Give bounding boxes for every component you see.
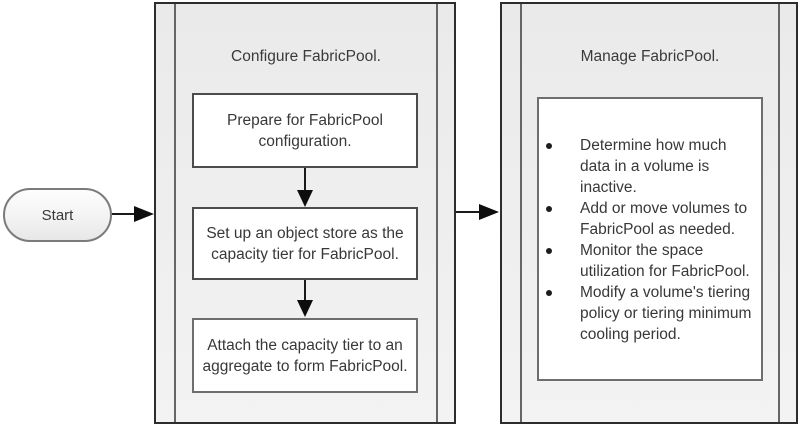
list-item: Modify a volume's tiering policy or tier… xyxy=(539,282,761,345)
arrow-down-icon xyxy=(297,190,313,207)
task-modify-tiering-policy: Modify a volume's tiering policy or tier… xyxy=(580,284,752,343)
bullet-icon xyxy=(546,248,552,254)
task-monitor-space: Monitor the space utilization for Fabric… xyxy=(580,242,750,280)
configure-panel-title: Configure FabricPool. xyxy=(231,48,381,65)
arrow-step1-to-step2-line xyxy=(304,168,306,192)
task-determine-inactive-data: Determine how much data in a volume is i… xyxy=(580,137,727,196)
step-attach-capacity-tier: Attach the capacity tier to an aggregate… xyxy=(192,318,418,393)
start-terminator: Start xyxy=(3,188,112,242)
arrow-configure-to-manage-line xyxy=(456,211,481,213)
panel-inner-line-left xyxy=(174,4,176,422)
step-setup-label: Set up an object store as the capacity t… xyxy=(206,224,404,263)
panel-inner-line-left xyxy=(520,4,522,422)
arrow-step2-to-step3-line xyxy=(304,280,306,302)
manage-tasks-list: Determine how much data in a volume is i… xyxy=(539,99,761,345)
bullet-icon xyxy=(546,143,552,149)
panel-inner-line-right xyxy=(778,4,780,422)
list-item: Add or move volumes to FabricPool as nee… xyxy=(539,198,761,240)
step-attach-label: Attach the capacity tier to an aggregate… xyxy=(202,336,408,375)
step-setup-object-store: Set up an object store as the capacity t… xyxy=(192,207,418,280)
bullet-icon xyxy=(546,290,552,296)
step-prepare-label: Prepare for FabricPool configuration. xyxy=(227,111,383,150)
manage-panel-title: Manage FabricPool. xyxy=(580,48,720,65)
arrow-right-icon xyxy=(134,206,154,222)
manage-tasks-box: Determine how much data in a volume is i… xyxy=(537,97,763,381)
arrow-right-icon xyxy=(479,204,499,220)
list-item: Determine how much data in a volume is i… xyxy=(539,135,761,198)
step-prepare-configuration: Prepare for FabricPool configuration. xyxy=(192,93,418,168)
start-label: Start xyxy=(41,206,74,224)
arrow-start-to-configure-line xyxy=(112,213,136,215)
panel-inner-line-right xyxy=(436,4,438,422)
arrow-down-icon xyxy=(297,300,313,317)
task-add-move-volumes: Add or move volumes to FabricPool as nee… xyxy=(580,200,748,238)
bullet-icon xyxy=(546,206,552,212)
list-item: Monitor the space utilization for Fabric… xyxy=(539,240,761,282)
